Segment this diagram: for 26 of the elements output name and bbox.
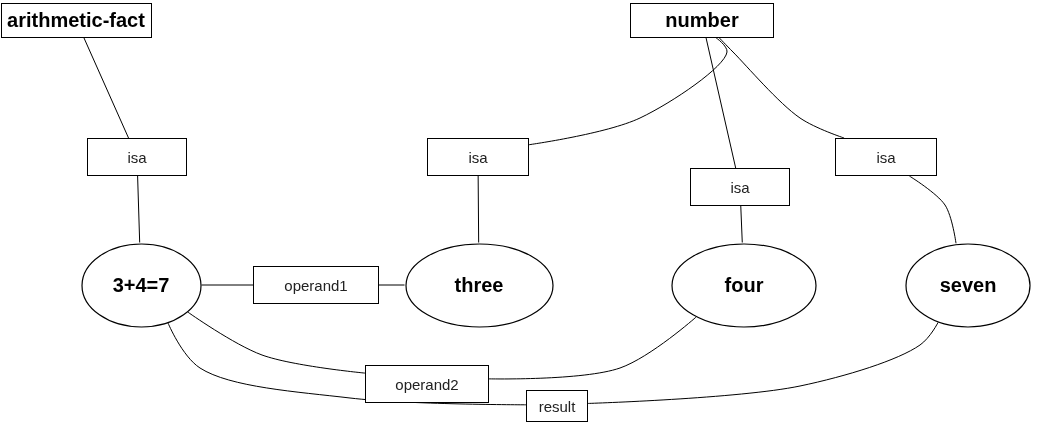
connector-line	[718, 37, 845, 139]
relation-box: result	[526, 390, 588, 422]
concept-ellipse: seven	[905, 242, 1031, 328]
relation-box: isa	[835, 138, 937, 176]
connector-line	[740, 205, 743, 243]
connector-line	[477, 175, 480, 243]
connector-line	[378, 284, 405, 286]
connector-line	[528, 37, 728, 146]
connector-line	[587, 321, 939, 404]
connector-line	[201, 284, 254, 286]
relation-box: isa	[690, 168, 790, 206]
concept-box: number	[630, 2, 774, 38]
connector-line	[705, 37, 737, 169]
connector-line	[137, 175, 141, 243]
concept-ellipse: three	[404, 242, 554, 328]
connector-line	[187, 311, 366, 374]
relation-box: operand2	[365, 365, 489, 403]
concept-ellipse: four	[671, 242, 817, 328]
relation-box: isa	[427, 138, 529, 176]
concept-box: arithmetic-fact	[0, 2, 152, 38]
connector-line	[488, 316, 697, 380]
relation-box: operand1	[253, 266, 379, 304]
connector-line	[83, 37, 130, 139]
connector-line	[908, 175, 957, 244]
concept-ellipse: 3+4=7	[80, 242, 202, 328]
relation-box: isa	[87, 138, 187, 176]
